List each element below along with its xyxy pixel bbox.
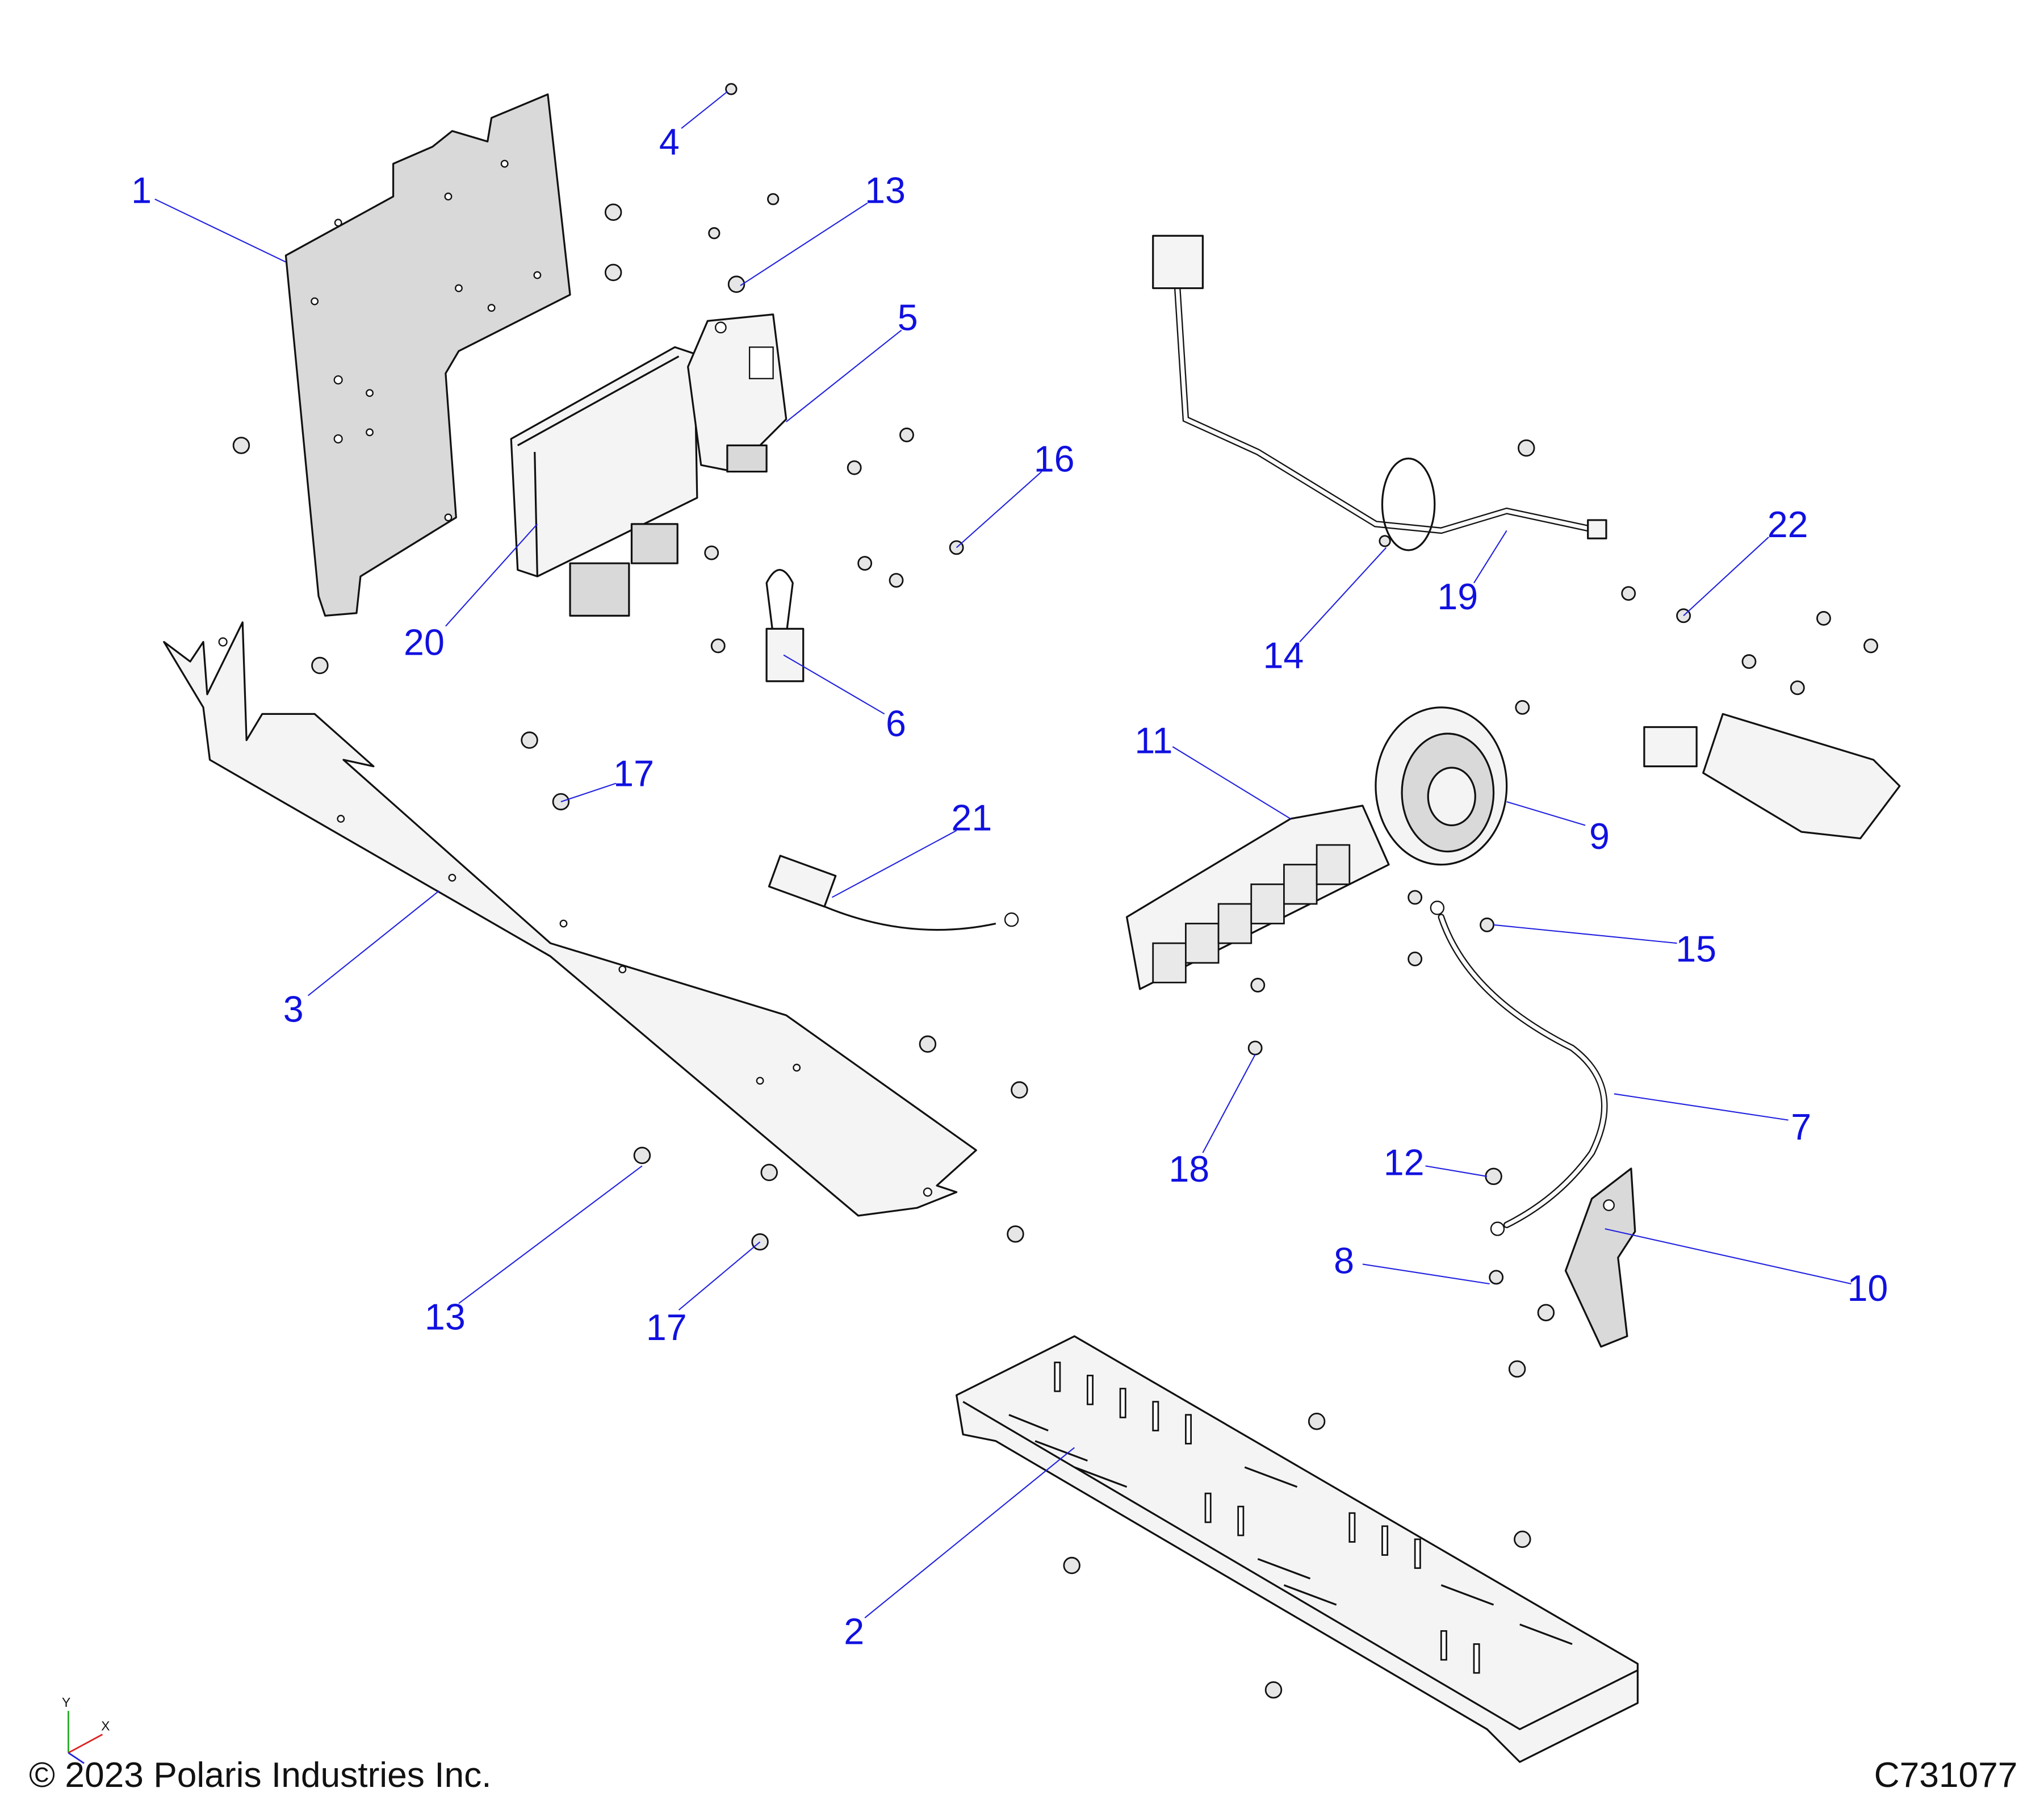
drawing-id: C731077 bbox=[1874, 1756, 2018, 1795]
callout-18: 18 bbox=[1168, 1149, 1209, 1190]
leader-lines bbox=[154, 91, 1852, 1619]
callout-13-lower: 13 bbox=[425, 1297, 466, 1338]
callout-9: 9 bbox=[1589, 816, 1610, 857]
part-9-grommet bbox=[1375, 706, 1508, 866]
callout-16: 16 bbox=[1034, 439, 1075, 480]
part-7-ground-cable bbox=[1430, 901, 1608, 1236]
axis-y-label: Y bbox=[62, 1695, 70, 1710]
callout-14: 14 bbox=[1263, 635, 1304, 676]
callout-1: 1 bbox=[131, 170, 152, 211]
callouts: 1 4 13 5 16 20 6 17 21 3 13 17 2 14 19 2… bbox=[131, 122, 1888, 1652]
callout-17: 17 bbox=[613, 753, 654, 794]
part-22-relay-module bbox=[1643, 713, 1901, 840]
callout-19: 19 bbox=[1437, 576, 1478, 617]
part-3-long-bracket bbox=[163, 621, 977, 1217]
callout-6: 6 bbox=[886, 704, 906, 744]
callout-4: 4 bbox=[659, 122, 680, 162]
part-21-cable bbox=[768, 855, 1019, 931]
callout-12: 12 bbox=[1384, 1142, 1425, 1183]
part-11-fuse-block bbox=[1125, 805, 1390, 990]
axis-x-label: X bbox=[101, 1719, 110, 1734]
callout-3: 3 bbox=[283, 989, 304, 1030]
callout-15: 15 bbox=[1676, 928, 1716, 969]
part-20-ecu bbox=[510, 346, 698, 617]
part-14-harness bbox=[1152, 235, 1607, 551]
callout-21: 21 bbox=[951, 798, 992, 839]
part-6-connector bbox=[765, 569, 805, 683]
callout-20: 20 bbox=[404, 622, 445, 663]
callout-2: 2 bbox=[844, 1611, 864, 1652]
part-5-module bbox=[687, 313, 788, 473]
callout-5: 5 bbox=[898, 297, 918, 338]
axis-indicator: Y X bbox=[62, 1695, 110, 1764]
callout-17-lower: 17 bbox=[646, 1307, 687, 1348]
callout-8: 8 bbox=[1334, 1241, 1354, 1282]
callout-10: 10 bbox=[1847, 1268, 1888, 1309]
callout-7: 7 bbox=[1791, 1107, 1811, 1148]
callout-13: 13 bbox=[865, 170, 906, 211]
part-2-tray bbox=[956, 1335, 1639, 1763]
part-1-mounting-bracket bbox=[284, 93, 571, 617]
fasteners bbox=[232, 83, 1878, 1699]
callout-11: 11 bbox=[1134, 721, 1172, 761]
copyright-text: © 2023 Polaris Industries Inc. bbox=[29, 1756, 491, 1795]
callout-22: 22 bbox=[1767, 504, 1808, 545]
part-10-bracket bbox=[1564, 1167, 1636, 1348]
